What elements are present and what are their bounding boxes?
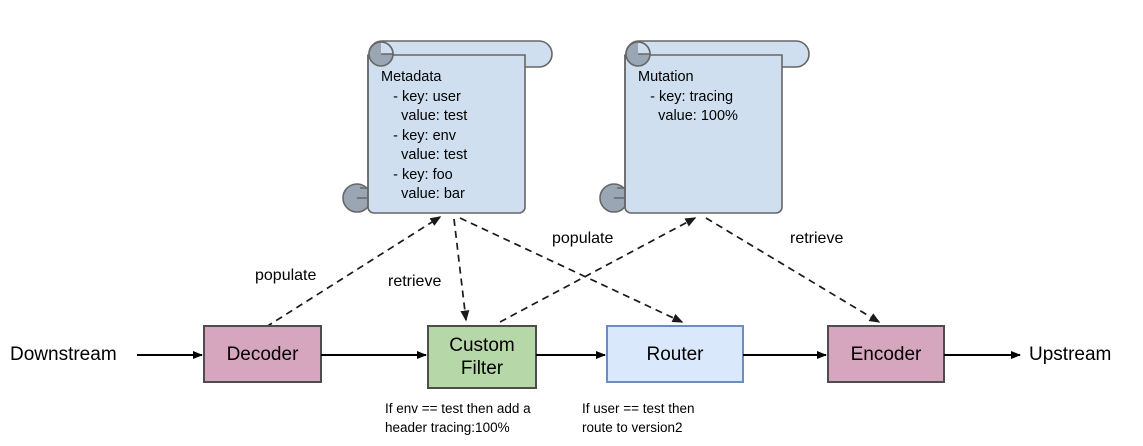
scroll-mutation-text: Mutation - key: tracing value: 100% bbox=[638, 69, 738, 124]
edge-label-retrieve-left: retrieve bbox=[388, 273, 442, 290]
caption-router: If user == test then route to version2 bbox=[582, 401, 695, 435]
node-encoder-shape bbox=[827, 325, 945, 383]
node-router-shape bbox=[606, 325, 744, 383]
edge-label-retrieve-right: retrieve bbox=[790, 230, 844, 247]
scroll-metadata bbox=[342, 40, 553, 214]
scroll-mutation bbox=[599, 40, 810, 214]
edge-label-populate-left: populate bbox=[255, 267, 317, 284]
endpoint-upstream: Upstream bbox=[1029, 344, 1112, 365]
scroll-metadata-text: Metadata - key: user value: test - key: … bbox=[381, 69, 468, 202]
edge-label-populate-right: populate bbox=[552, 230, 614, 247]
endpoint-downstream: Downstream bbox=[10, 344, 117, 365]
caption-custom-filter: If env == test then add a header tracing… bbox=[385, 401, 531, 435]
edge-metadata-customfilter bbox=[453, 218, 470, 322]
node-custom-filter-shape bbox=[427, 325, 537, 389]
edge-decoder-metadata bbox=[265, 216, 442, 328]
node-decoder-shape bbox=[203, 325, 322, 383]
edge-metadata-router bbox=[459, 217, 684, 323]
edge-mutation-encoder bbox=[705, 217, 881, 323]
edge-customfilter-mutation bbox=[499, 217, 697, 323]
